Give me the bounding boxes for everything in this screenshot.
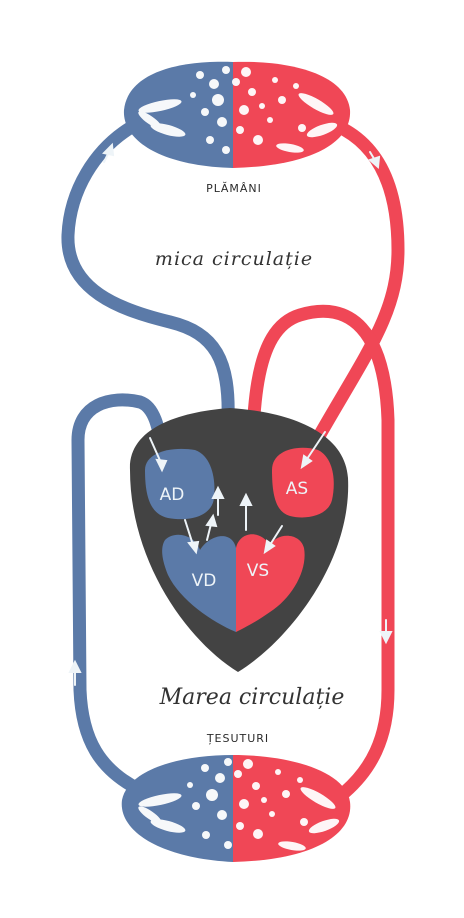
right-atrium-label: AD — [160, 485, 185, 505]
systemic-circulation-label: Marea circulație — [159, 685, 345, 710]
left-ventricle-label: VS — [247, 561, 269, 581]
left-atrium-label: AS — [286, 479, 308, 499]
left-atrium — [272, 447, 334, 518]
right-ventricle-label: VD — [192, 571, 217, 591]
left-ventricle — [236, 534, 305, 632]
arterial-vessel-systemic — [245, 304, 395, 799]
pulmonary-circulation-label: mica circulație — [155, 248, 313, 270]
flow-arrows — [68, 142, 393, 686]
tissues-label: ȚESUTURI — [206, 732, 269, 745]
right-ventricle — [162, 534, 236, 632]
venous-vessel-pulmonary — [61, 121, 235, 485]
lungs-capillary-bed — [123, 61, 351, 169]
tissues-capillary-bed — [121, 755, 351, 862]
right-atrium — [145, 448, 215, 520]
lungs-label: PLĂMÂNI — [206, 182, 262, 195]
venous-vessel-systemic — [71, 393, 172, 797]
